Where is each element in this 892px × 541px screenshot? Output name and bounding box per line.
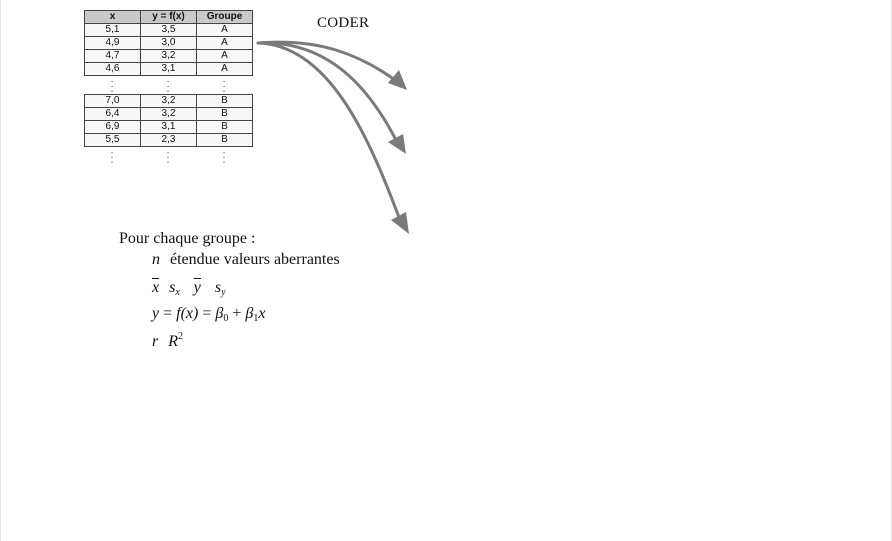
symbol-beta: β [245,305,254,322]
table-cell: 4,6 [84,62,141,76]
stats-line-sample-size: n étendue valeurs aberrantes [152,251,340,269]
table-cell: 3,1 [140,62,197,76]
symbol-f: f [176,305,181,322]
table-cell: 3,2 [140,94,197,108]
arrowhead-2 [388,134,406,154]
table-cell: 3,2 [140,107,197,121]
arrowhead-1 [388,70,407,90]
symbol-x-bar: x [152,279,160,296]
continuation-dots: ··· [166,148,170,169]
equals-sign: = [159,305,177,322]
superscript-2: 2 [178,331,184,342]
table-row: 4,9 3,0 A [84,36,253,50]
table-row: 7,0 3,2 B [84,94,253,108]
symbol-s: s [214,279,222,296]
coder-label: CODER [317,15,370,31]
page-left-edge [0,0,1,541]
table-row: 5,1 3,5 A [84,23,253,37]
curved-arrow-3 [256,41,402,222]
table-cell: A [196,36,253,50]
symbol-r: r [152,333,159,350]
table-cell: 6,9 [84,120,141,134]
table-cell: 7,0 [84,94,141,108]
table-cell: A [196,62,253,76]
table-cell: 4,7 [84,49,141,63]
equals-sign: = [198,305,216,322]
table-cell: A [196,49,253,63]
subscript-1: 1 [253,313,259,324]
symbol-beta: β [215,305,224,322]
table-cell: 2,3 [140,133,197,147]
column-header-x: x [84,10,141,24]
table-row: 5,5 2,3 B [84,133,253,147]
table-cell: 3,1 [140,120,197,134]
table-row: 6,9 3,1 B [84,120,253,134]
table-cell: 5,5 [84,133,141,147]
table-cell: B [196,94,253,108]
subscript-0: 0 [223,313,229,324]
curved-arrow-2 [256,41,398,142]
table-cell: B [196,133,253,147]
continuation-dots: ··· [222,77,226,98]
continuation-dots: ··· [110,148,114,169]
continuation-dots: ··· [222,148,226,169]
plus-sign: + [228,305,246,322]
symbol-n: n [152,251,160,268]
table-row: 4,6 3,1 A [84,62,253,76]
data-table-group-a: x y = f(x) Groupe 5,1 3,5 A 4,9 3,0 A 4,… [84,10,253,76]
subscript-x: x [175,287,180,298]
table-row: 6,4 3,2 B [84,107,253,121]
table-header-row: x y = f(x) Groupe [84,10,253,24]
symbol-R: R [168,333,179,350]
table-cell: 4,9 [84,36,141,50]
stats-line-regression: y = f(x) = β0 + β1x [152,305,265,324]
symbol-y-bar: y [193,279,201,296]
range-outliers-text: étendue valeurs aberrantes [170,251,340,268]
subscript-y: y [221,287,226,298]
table-row: 4,7 3,2 A [84,49,253,63]
arrowhead-3 [391,212,409,234]
continuation-dots: ··· [166,77,170,98]
symbol-s: s [169,279,176,296]
table-cell: 3,2 [140,49,197,63]
continuation-dots: ··· [110,77,114,98]
data-table-group-b: 7,0 3,2 B 6,4 3,2 B 6,9 3,1 B 5,5 2,3 B [84,94,253,147]
stats-heading: Pour chaque groupe : [119,230,256,247]
symbol-x: x [258,305,266,322]
argument-x: (x) [180,305,199,322]
column-header-y: y = f(x) [140,10,197,24]
symbol-y: y [152,305,160,322]
table-cell: A [196,23,253,37]
